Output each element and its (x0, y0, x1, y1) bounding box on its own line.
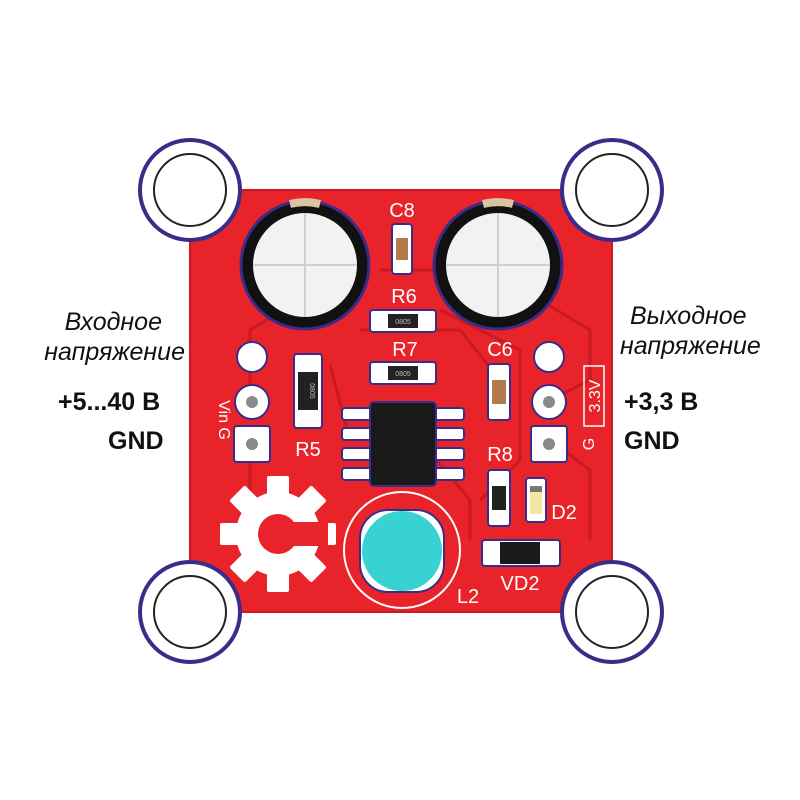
inductor-l2 (343, 491, 461, 609)
input-title-line1: Входное (64, 308, 162, 336)
resistor-code-r5: 0805 (308, 383, 315, 399)
resistor-code-r6: 0805 (395, 319, 411, 326)
capacitor-right (432, 198, 564, 331)
silk-3v3: 3.3V (587, 379, 604, 412)
silk-vin-g: Vin G (215, 400, 232, 440)
output-title-line2: напряжение (620, 332, 761, 360)
output-gnd-label: GND (624, 427, 680, 455)
mount-hole-top-left (138, 138, 242, 242)
silk-l2: L2 (457, 586, 479, 608)
pin-vout (531, 384, 567, 420)
mount-hole-bottom-left (138, 560, 242, 664)
silk-r6: R6 (391, 286, 417, 308)
component-c8 (391, 223, 413, 275)
silk-c6: C6 (487, 339, 513, 361)
input-gnd-label: GND (108, 427, 164, 455)
output-title-line1: Выходное (630, 302, 747, 330)
component-d2 (525, 477, 547, 523)
input-voltage-label: +5...40 В (58, 388, 161, 416)
silk-3v3-box (583, 365, 605, 427)
silk-r5: R5 (295, 439, 321, 461)
silk-vd2: VD2 (501, 573, 540, 595)
silk-g-out: G (581, 438, 598, 450)
silk-d2: D2 (551, 502, 577, 524)
pin-vin (234, 384, 270, 420)
component-r6 (369, 309, 437, 333)
ic-chip (341, 401, 465, 487)
silk-r8: R8 (487, 444, 513, 466)
component-vd2 (481, 539, 561, 567)
pin-gnd-in (233, 425, 271, 463)
pin-gnd-out (530, 425, 568, 463)
component-r5 (293, 353, 323, 429)
pin-out-mark (533, 341, 565, 373)
mount-hole-bottom-right (560, 560, 664, 664)
component-r7 (369, 361, 437, 385)
resistor-code-r7: 0805 (395, 371, 411, 378)
gear-logo-icon (220, 476, 336, 592)
pin-vin-mark (236, 341, 268, 373)
capacitor-left (239, 198, 371, 331)
input-title-line2: напряжение (44, 338, 185, 366)
component-c6 (487, 363, 511, 421)
silk-r7: R7 (392, 339, 418, 361)
silk-c8: C8 (389, 200, 415, 222)
component-r8 (487, 469, 511, 527)
mount-hole-top-right (560, 138, 664, 242)
output-voltage-label: +3,3 В (624, 388, 699, 416)
